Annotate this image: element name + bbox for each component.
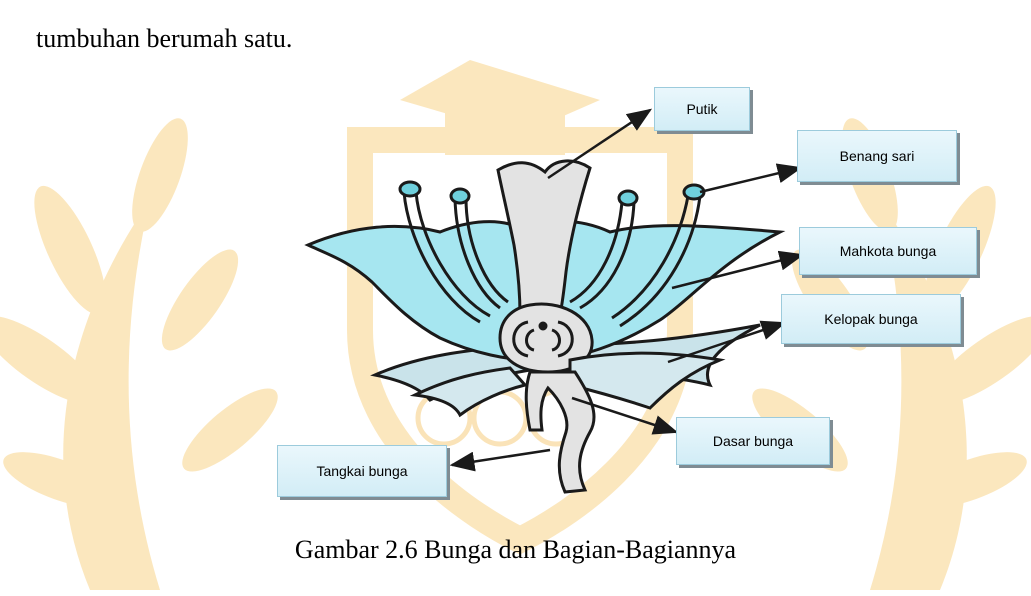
anther-1 (400, 182, 420, 196)
stalk (526, 372, 594, 492)
label-putik: Putik (654, 87, 750, 131)
anther-3 (619, 191, 637, 205)
arrow-benang-sari (700, 168, 800, 192)
anther-2 (451, 189, 469, 203)
label-kelopak-bunga: Kelopak bunga (781, 294, 961, 344)
label-dasar-bunga: Dasar bunga (676, 417, 830, 465)
label-benang-sari: Benang sari (797, 130, 957, 182)
label-tangkai-bunga: Tangkai bunga (277, 445, 447, 497)
arrow-putik (548, 110, 650, 178)
label-mahkota-bunga: Mahkota bunga (799, 227, 977, 275)
figure-caption: Gambar 2.6 Bunga dan Bagian-Bagiannya (0, 535, 1031, 565)
arrow-tangkai (452, 450, 550, 465)
